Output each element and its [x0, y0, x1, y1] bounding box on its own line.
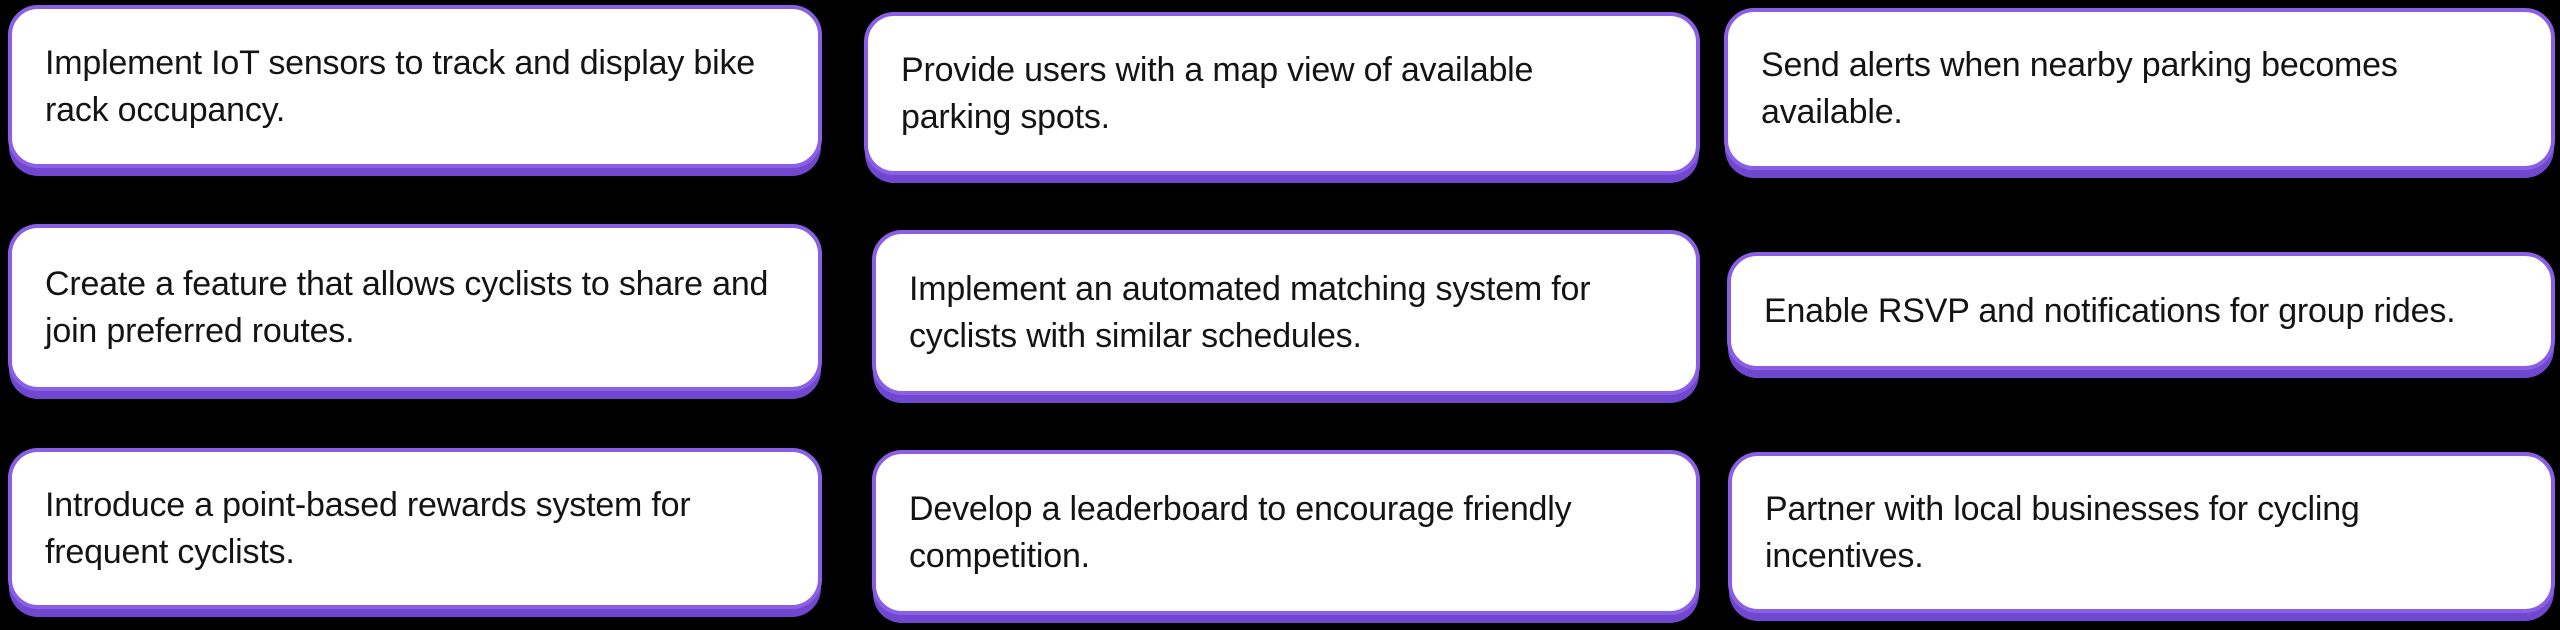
card-text: Partner with local businesses for cyclin…: [1765, 489, 2360, 575]
card-text: Implement an automated matching system f…: [909, 269, 1591, 355]
card-route-sharing[interactable]: Create a feature that allows cyclists to…: [8, 224, 822, 391]
card-parking-alerts[interactable]: Send alerts when nearby parking becomes …: [1724, 8, 2555, 170]
card-text: Provide users with a map view of availab…: [901, 50, 1534, 136]
card-text: Implement IoT sensors to track and displ…: [45, 43, 755, 129]
card-text: Enable RSVP and notifications for group …: [1764, 291, 2456, 330]
card-text: Introduce a point-based rewards system f…: [45, 485, 691, 571]
card-schedule-matching[interactable]: Implement an automated matching system f…: [872, 230, 1700, 395]
card-rewards-system[interactable]: Introduce a point-based rewards system f…: [8, 448, 822, 609]
card-text: Create a feature that allows cyclists to…: [45, 264, 769, 350]
card-parking-map-view[interactable]: Provide users with a map view of availab…: [864, 12, 1700, 175]
card-text: Send alerts when nearby parking becomes …: [1761, 46, 2398, 131]
card-local-business-partnerships[interactable]: Partner with local businesses for cyclin…: [1728, 452, 2555, 613]
card-iot-rack-occupancy[interactable]: Implement IoT sensors to track and displ…: [8, 5, 822, 168]
card-rsvp-notifications[interactable]: Enable RSVP and notifications for group …: [1727, 252, 2555, 370]
card-leaderboard[interactable]: Develop a leaderboard to encourage frien…: [872, 450, 1700, 615]
card-text: Develop a leaderboard to encourage frien…: [909, 489, 1572, 575]
